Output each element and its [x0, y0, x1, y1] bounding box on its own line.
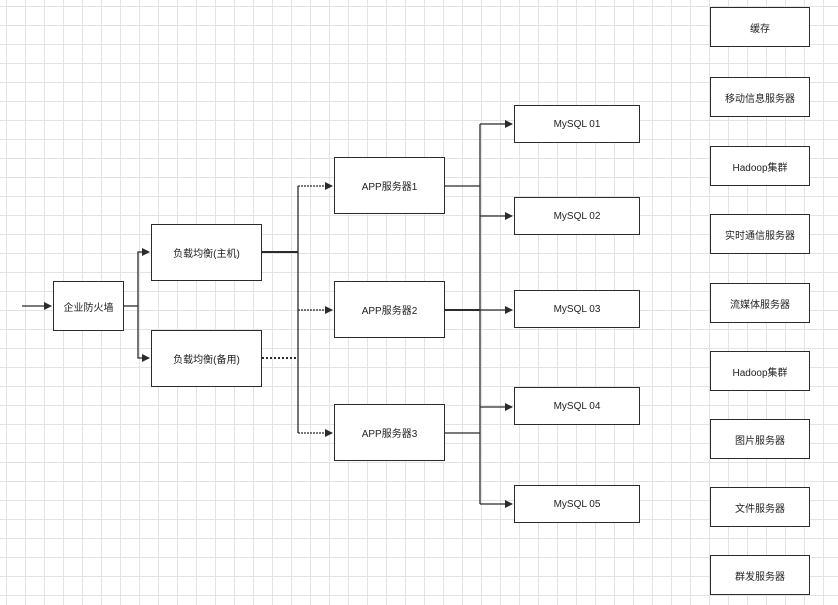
side-service-node[interactable]: 流媒体服务器 [710, 283, 810, 323]
mysql-node[interactable]: MySQL 03 [514, 290, 640, 328]
firewall-to-lb-backup-arrow [137, 306, 150, 362]
mysql-node[interactable]: MySQL 04 [514, 387, 640, 425]
app-server-node[interactable]: APP服务器1 [334, 157, 445, 214]
side-service-node[interactable]: 文件服务器 [710, 487, 810, 527]
app-server-node[interactable]: APP服务器2 [334, 281, 445, 338]
side-service-node[interactable]: Hadoop集群 [710, 351, 810, 391]
load-balancer-backup-node[interactable]: 负载均衡(备用) [151, 330, 262, 387]
mysql-node[interactable]: MySQL 05 [514, 485, 640, 523]
firewall-to-lb-primary-arrow [137, 248, 150, 306]
side-service-node[interactable]: 群发服务器 [710, 555, 810, 595]
side-service-node[interactable]: 移动信息服务器 [710, 77, 810, 117]
side-service-node[interactable]: Hadoop集群 [710, 146, 810, 186]
load-balancer-primary-node[interactable]: 负载均衡(主机) [151, 224, 262, 281]
firewall-node[interactable]: 企业防火墙 [53, 281, 124, 331]
mysql-node[interactable]: MySQL 02 [514, 197, 640, 235]
side-service-node[interactable]: 实时通信服务器 [710, 214, 810, 254]
side-service-node[interactable]: 缓存 [710, 7, 810, 47]
mysql-node[interactable]: MySQL 01 [514, 105, 640, 143]
side-service-node[interactable]: 图片服务器 [710, 419, 810, 459]
app-server-node[interactable]: APP服务器3 [334, 404, 445, 461]
